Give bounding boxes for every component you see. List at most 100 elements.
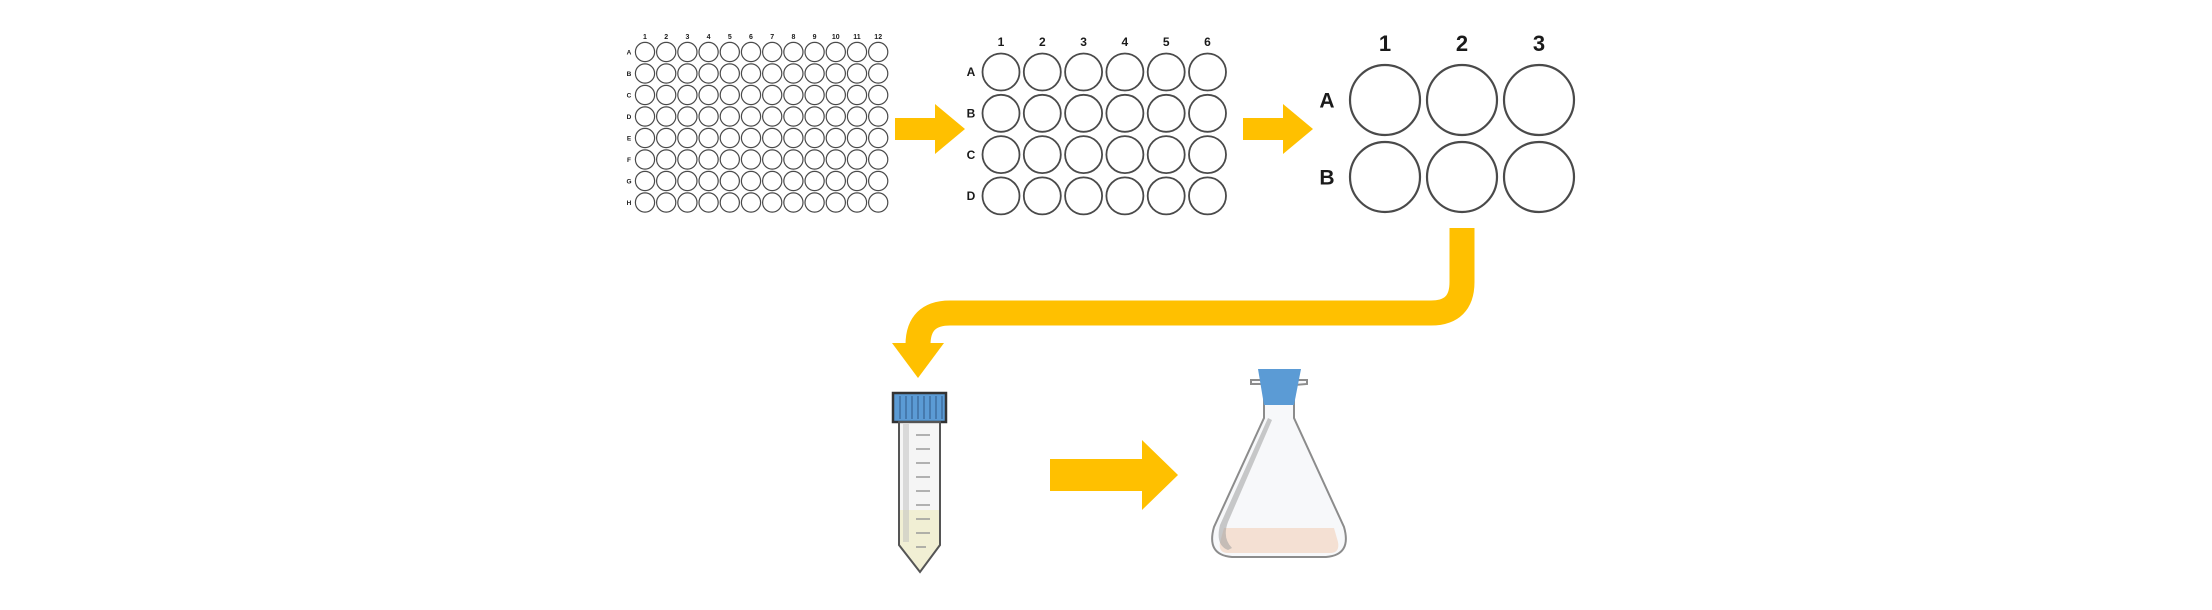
row-label: F bbox=[627, 157, 631, 164]
well bbox=[740, 106, 762, 127]
row-label: C bbox=[627, 92, 632, 99]
well bbox=[783, 149, 804, 170]
well bbox=[698, 170, 719, 192]
well bbox=[804, 63, 825, 84]
well bbox=[1146, 176, 1186, 216]
well bbox=[762, 41, 783, 63]
well bbox=[846, 84, 868, 106]
well bbox=[1188, 135, 1227, 175]
row-label: G bbox=[626, 178, 631, 185]
column-label: 5 bbox=[728, 34, 732, 41]
column-label: 10 bbox=[832, 34, 840, 41]
well bbox=[677, 127, 698, 149]
well bbox=[868, 63, 889, 84]
column-label: 5 bbox=[1163, 35, 1170, 49]
column-label: 4 bbox=[1122, 35, 1129, 49]
right-arrow-icon bbox=[1243, 104, 1313, 154]
well bbox=[634, 170, 656, 192]
row-label: B bbox=[1319, 166, 1334, 189]
well bbox=[1064, 135, 1103, 175]
well bbox=[1146, 52, 1186, 92]
well bbox=[719, 192, 741, 213]
row-label: A bbox=[1319, 89, 1334, 112]
well bbox=[740, 84, 762, 106]
well bbox=[1348, 140, 1422, 214]
well bbox=[825, 106, 847, 127]
well bbox=[804, 41, 825, 63]
well bbox=[656, 170, 677, 192]
well bbox=[825, 63, 847, 84]
well bbox=[868, 149, 889, 170]
row-label: A bbox=[967, 65, 976, 79]
well bbox=[846, 127, 868, 149]
well bbox=[698, 149, 719, 170]
row-label: A bbox=[627, 49, 632, 56]
well bbox=[846, 106, 868, 127]
well bbox=[677, 63, 698, 84]
tube-liquid bbox=[899, 510, 940, 572]
well bbox=[740, 41, 762, 63]
well bbox=[804, 127, 825, 149]
well bbox=[634, 84, 656, 106]
well bbox=[719, 41, 741, 63]
well bbox=[825, 84, 847, 106]
well bbox=[804, 192, 825, 213]
well bbox=[783, 192, 804, 213]
well bbox=[719, 127, 741, 149]
well bbox=[1188, 176, 1227, 216]
well bbox=[1064, 93, 1103, 133]
well bbox=[677, 106, 698, 127]
well bbox=[1105, 93, 1145, 133]
well bbox=[698, 192, 719, 213]
well bbox=[846, 63, 868, 84]
column-label: 8 bbox=[791, 34, 795, 41]
well bbox=[783, 84, 804, 106]
tube-body bbox=[898, 421, 941, 574]
well bbox=[868, 41, 889, 63]
well bbox=[677, 149, 698, 170]
well bbox=[762, 192, 783, 213]
well bbox=[1105, 52, 1145, 92]
well bbox=[677, 41, 698, 63]
well bbox=[846, 170, 868, 192]
well bbox=[825, 170, 847, 192]
well bbox=[698, 106, 719, 127]
well bbox=[719, 170, 741, 192]
row-label: C bbox=[967, 148, 976, 162]
well bbox=[1502, 63, 1576, 137]
well bbox=[1105, 176, 1145, 216]
well bbox=[698, 84, 719, 106]
column-label: 3 bbox=[1533, 31, 1545, 56]
well bbox=[634, 192, 656, 213]
well bbox=[762, 106, 783, 127]
right-arrow-icon bbox=[895, 104, 965, 154]
well bbox=[698, 63, 719, 84]
well bbox=[783, 106, 804, 127]
column-label: 3 bbox=[685, 34, 689, 41]
well bbox=[868, 127, 889, 149]
well bbox=[1022, 135, 1062, 175]
well bbox=[1425, 140, 1499, 214]
well bbox=[656, 106, 677, 127]
column-label: 6 bbox=[749, 34, 753, 41]
row-label: D bbox=[967, 189, 976, 203]
well bbox=[1022, 176, 1062, 216]
well bbox=[846, 192, 868, 213]
row-label: B bbox=[967, 107, 976, 121]
well bbox=[698, 127, 719, 149]
well bbox=[719, 149, 741, 170]
column-label: 7 bbox=[770, 34, 774, 41]
well bbox=[634, 41, 656, 63]
well bbox=[825, 41, 847, 63]
well bbox=[825, 149, 847, 170]
row-label: D bbox=[627, 114, 632, 121]
erlenmeyer-flask-icon bbox=[1211, 369, 1347, 558]
well bbox=[804, 84, 825, 106]
well bbox=[868, 170, 889, 192]
well bbox=[677, 192, 698, 213]
well bbox=[1188, 52, 1227, 92]
well bbox=[868, 84, 889, 106]
well bbox=[1105, 135, 1145, 175]
well bbox=[804, 170, 825, 192]
conical-tube-icon bbox=[891, 391, 948, 574]
